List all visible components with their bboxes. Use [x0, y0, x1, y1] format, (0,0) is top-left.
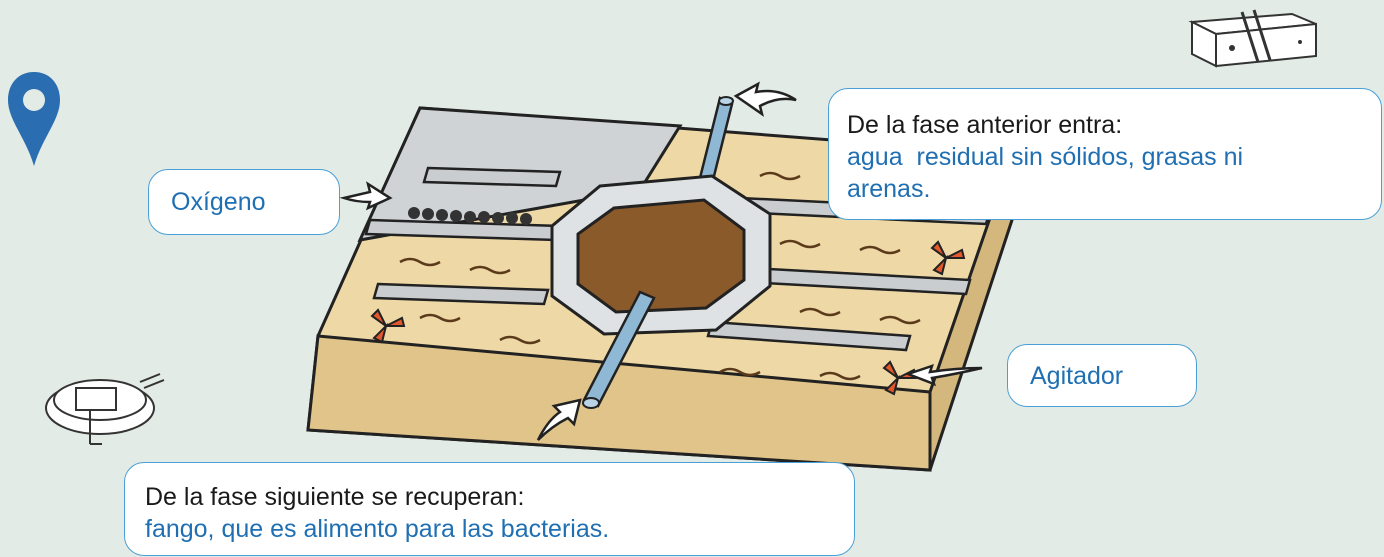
recovery-title: De la fase siguiente se recuperan:	[145, 483, 525, 511]
inflow-text-line2: arenas.	[847, 175, 931, 203]
agitator-label: Agitador	[1030, 362, 1124, 390]
recovery-callout: De la fase siguiente se recuperan: fango…	[124, 462, 855, 556]
flow-arrow-icon	[339, 81, 983, 441]
round-clarifier-icon	[45, 373, 165, 445]
map-pin-icon	[8, 72, 60, 166]
recovery-text: fango, que es alimento para las bacteria…	[145, 515, 610, 543]
oxygen-label: Oxígeno	[171, 188, 266, 216]
air-diffusers	[408, 207, 532, 225]
inflow-title: De la fase anterior entra:	[847, 111, 1123, 139]
inflow-callout: De la fase anterior entra: agua residual…	[828, 88, 1382, 220]
rectangular-tank-icon	[1188, 9, 1317, 68]
oxygen-callout: Oxígeno	[148, 169, 340, 235]
inflow-text-line1: agua residual sin sólidos, grasas ni	[847, 143, 1244, 171]
agitator-callout: Agitador	[1007, 344, 1197, 407]
